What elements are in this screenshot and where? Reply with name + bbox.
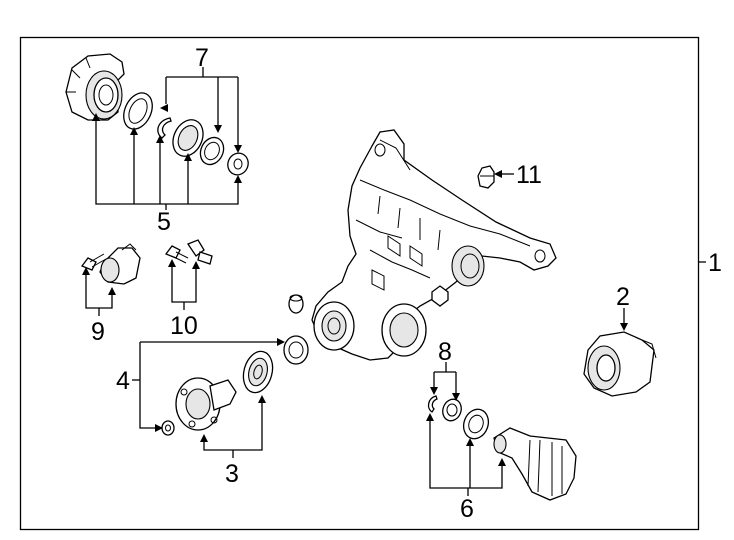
bolt-9 [80,253,107,271]
o-ring [199,136,225,166]
callout-4: 4 [116,367,130,395]
leader-6 [426,413,506,496]
differential-housing [311,129,557,361]
o-ring-8 [442,398,462,422]
cv-joint [493,427,577,501]
leader-8 [430,362,460,401]
side-flange [175,377,237,431]
callout-9: 9 [91,318,105,346]
callout-2: 2 [616,283,630,311]
washer-4 [161,420,175,436]
callout-5: 5 [157,208,171,236]
leader-10 [168,259,200,310]
callout-3: 3 [225,460,239,488]
callout-8: 8 [438,338,452,366]
small-bushing [288,294,304,314]
snap-ring-8 [427,395,438,413]
callout-10: 10 [170,312,198,340]
seal-6 [462,408,490,440]
leader-7 [160,67,242,153]
taper-bearing [242,350,274,394]
leader-2 [620,308,628,331]
breather-vent-11 [477,165,495,189]
leader-3 [200,395,266,458]
callout-7: 7 [195,44,209,72]
diagram-frame [19,36,700,531]
output-flange-assembly [65,53,125,121]
leader-4 [132,338,285,432]
leader-11 [494,170,514,178]
bushing-9 [99,243,141,285]
callout-11: 11 [516,161,542,189]
mount-bushing-2 [583,331,657,397]
stud-10 [187,239,213,265]
washer [227,152,249,176]
leader-9 [82,267,116,316]
snap-ring [157,117,172,139]
callout-1: 1 [708,249,722,277]
bolt-10 [164,245,189,264]
leader-5 [92,113,242,210]
callout-6: 6 [460,495,474,523]
small-plug [431,285,449,307]
seal-ring [123,92,153,130]
seal-4 [283,335,309,365]
bearing [172,119,204,157]
